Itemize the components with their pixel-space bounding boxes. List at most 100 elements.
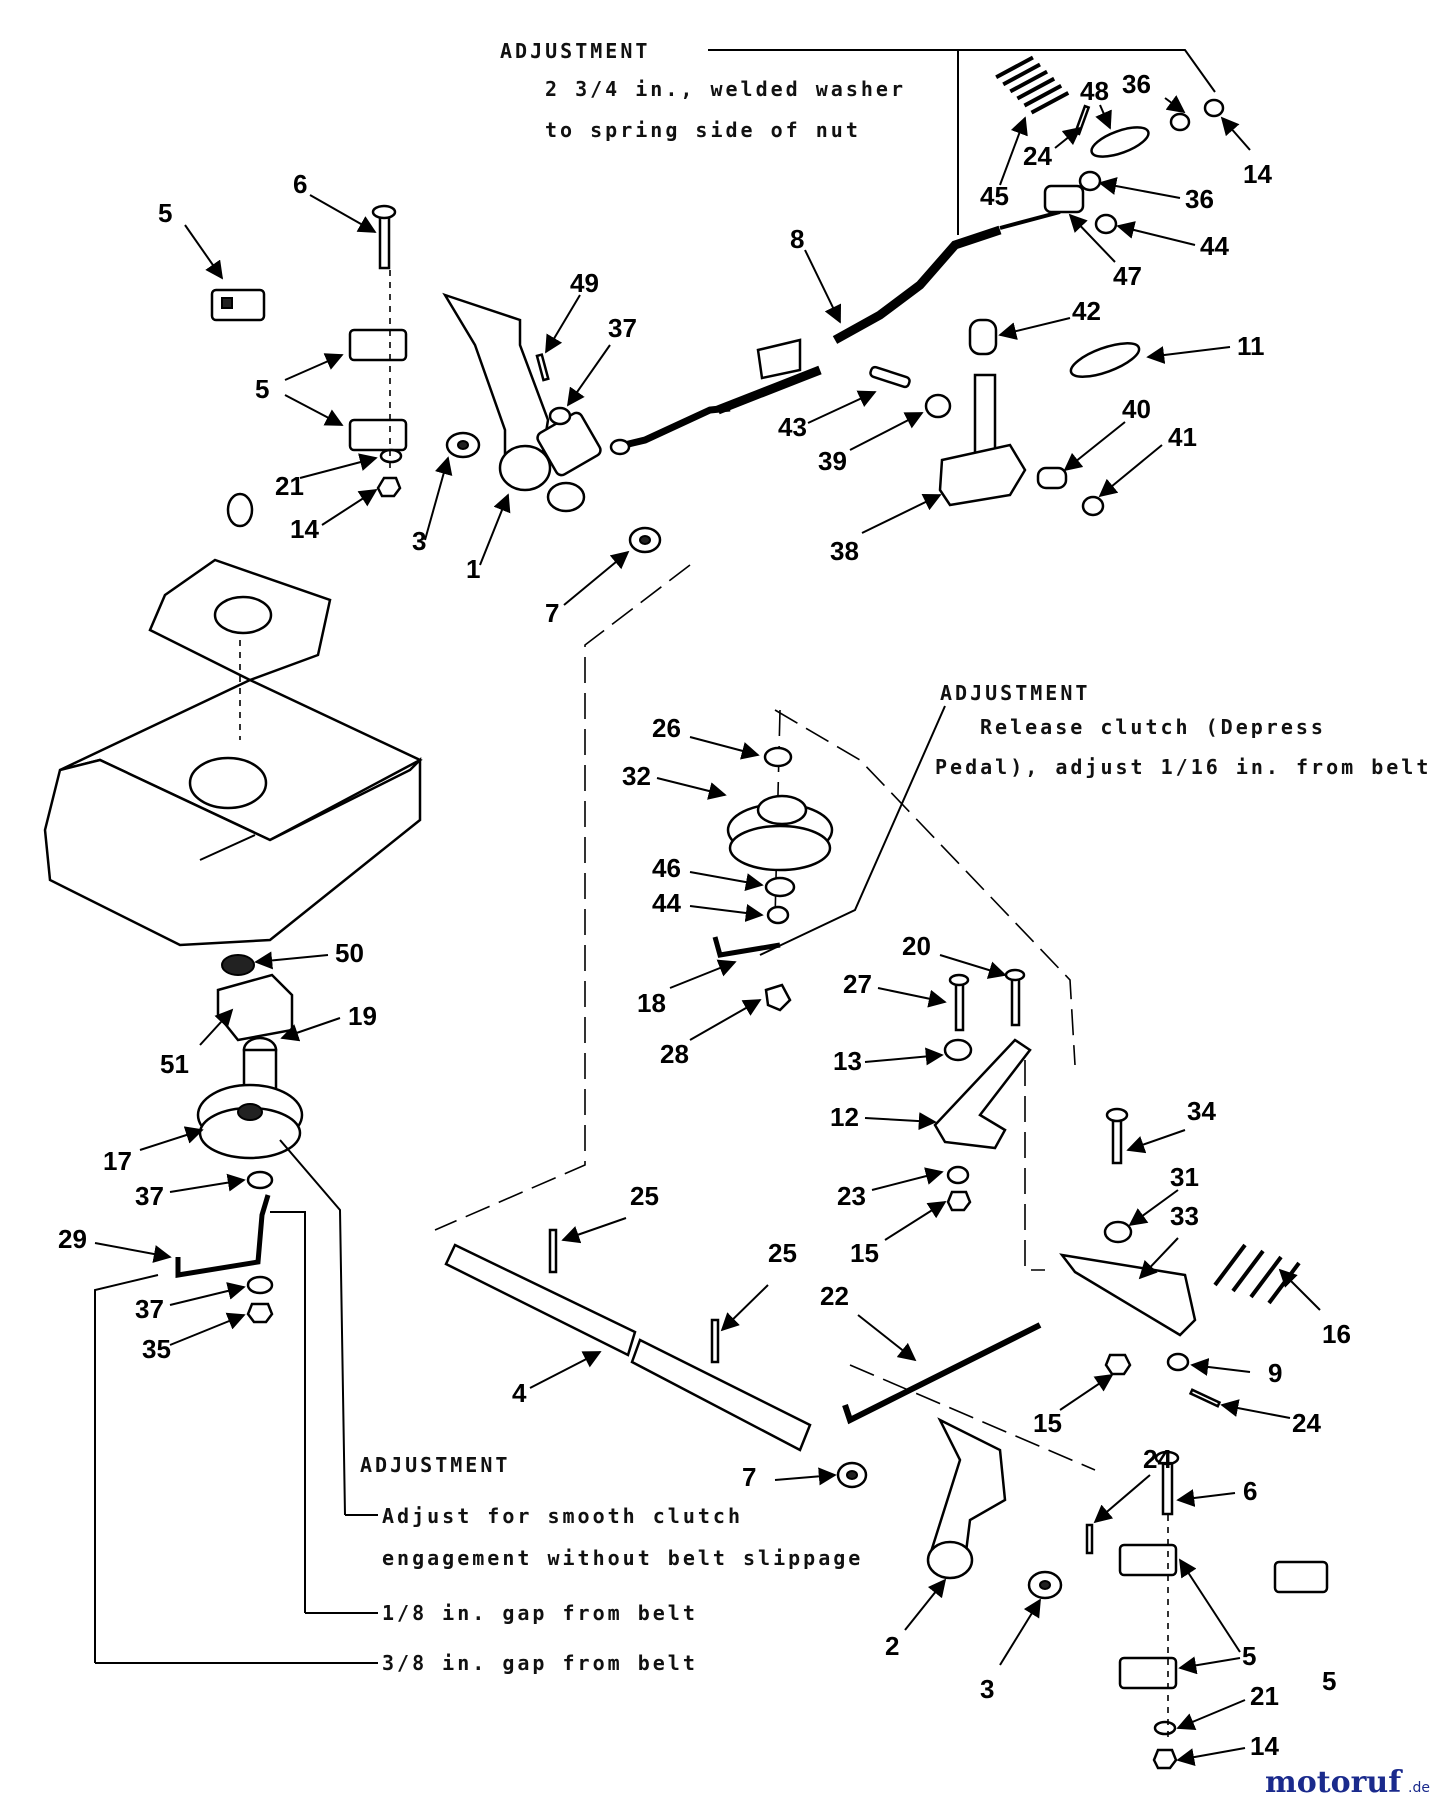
idler-block xyxy=(216,973,294,1042)
arrow-20 xyxy=(939,954,1007,979)
bolt-20 xyxy=(1010,973,1021,1027)
arrow-11 xyxy=(1146,346,1231,364)
arrow-7a xyxy=(563,550,630,606)
rod-end-ferrule xyxy=(609,438,631,456)
arrow-4 xyxy=(529,1351,602,1389)
clamp-half-5c xyxy=(1118,1656,1178,1690)
gap-threeeighth-leader xyxy=(94,1274,159,1663)
callout-3b: 3 xyxy=(980,1674,994,1704)
arrow-8 xyxy=(804,249,842,324)
arrow-36a xyxy=(1164,95,1186,114)
callout-15a: 15 xyxy=(850,1238,879,1268)
callout-15b: 15 xyxy=(1033,1408,1062,1438)
carriage-bolt-head xyxy=(371,204,397,220)
bolt-27 xyxy=(954,978,965,1032)
callout-7b: 7 xyxy=(742,1462,756,1492)
callout-13: 13 xyxy=(833,1046,862,1076)
callout-35: 35 xyxy=(142,1334,171,1364)
washer-46 xyxy=(764,876,796,898)
washer-37b xyxy=(246,1275,274,1295)
adjustment-line4-bottom: 3/8 in. gap from belt xyxy=(382,1651,698,1675)
roll-pin-25b xyxy=(710,1318,720,1364)
idler-arm-assembly xyxy=(933,968,1032,1212)
callout-6a: 6 xyxy=(293,169,307,199)
cotter-pin-24 xyxy=(1188,1388,1222,1408)
lock-nut-top xyxy=(1203,98,1225,118)
callout-3a: 3 xyxy=(412,526,426,556)
callout-24b: 24 xyxy=(1292,1408,1321,1438)
top-spring xyxy=(226,492,254,528)
arrow-24a xyxy=(1054,126,1082,149)
adjustment-line1-middle: Release clutch (Depress xyxy=(980,715,1326,739)
arrow-40 xyxy=(1063,421,1126,472)
callout-7a: 7 xyxy=(545,598,559,628)
callout-14c: 14 xyxy=(1250,1731,1279,1761)
adjustment-line3-bottom: 1/8 in. gap from belt xyxy=(382,1601,698,1625)
connecting-rod-22 xyxy=(842,1322,1042,1425)
callout-5c: 5 xyxy=(1242,1641,1256,1671)
callout-numbers: 5 6 5 21 14 3 1 7 49 37 8 45 24 48 36 36… xyxy=(58,69,1351,1761)
spring-cap xyxy=(968,318,998,356)
arrow-2 xyxy=(904,1578,947,1631)
washer-3b-hole xyxy=(1039,1580,1051,1590)
callout-28: 28 xyxy=(660,1039,689,1069)
callout-36a: 36 xyxy=(1122,69,1151,99)
arrow-13 xyxy=(864,1047,944,1066)
arrow-42 xyxy=(998,317,1071,340)
arrow-18 xyxy=(669,959,737,989)
arrow-39 xyxy=(849,412,924,451)
spacer xyxy=(924,393,952,419)
callout-17: 17 xyxy=(103,1146,132,1176)
arrow-9 xyxy=(1190,1358,1251,1376)
arrow-36b xyxy=(1098,177,1181,199)
arrow-25b xyxy=(720,1284,769,1332)
extension-spring-top xyxy=(995,55,1070,115)
arrow-37b xyxy=(169,1173,246,1193)
roll-pin-25a xyxy=(548,1228,558,1274)
arrow-22 xyxy=(857,1314,917,1362)
callout-5b: 5 xyxy=(255,374,269,404)
arrow-3a xyxy=(424,456,453,541)
callout-25b: 25 xyxy=(768,1238,797,1268)
callout-21b: 21 xyxy=(1250,1681,1279,1711)
callout-16: 16 xyxy=(1322,1319,1351,1349)
flat-washer-right-hole xyxy=(639,535,651,545)
callout-25a: 25 xyxy=(630,1181,659,1211)
arrow-19 xyxy=(280,1017,341,1042)
arrow-5a xyxy=(184,224,224,280)
arrow-29 xyxy=(94,1242,172,1263)
arrow-3b xyxy=(999,1598,1041,1666)
arrow-24b xyxy=(1220,1399,1291,1419)
arrow-15b xyxy=(1059,1373,1114,1411)
callout-19: 19 xyxy=(348,1001,377,1031)
cross-shaft-4a xyxy=(444,1243,637,1357)
callout-4: 4 xyxy=(512,1378,527,1408)
callout-9: 9 xyxy=(1268,1358,1282,1388)
brake-rod-lower xyxy=(611,404,731,452)
deck-panel-line xyxy=(199,834,256,861)
adjustment-title-middle: ADJUSTMENT xyxy=(940,681,1090,705)
bolt-27-head xyxy=(948,973,970,987)
lock-washer xyxy=(379,448,403,464)
callout-32: 32 xyxy=(622,761,651,791)
callout-11: 11 xyxy=(1237,331,1265,361)
callout-37a: 37 xyxy=(608,313,637,343)
arrow-49 xyxy=(545,294,581,354)
deck-body xyxy=(43,756,422,947)
flat-washer-hole xyxy=(457,440,469,450)
belt-path-lower-right xyxy=(1024,1060,1045,1271)
callout-24a: 24 xyxy=(1023,141,1052,171)
cotter-pin-24c xyxy=(1085,1523,1094,1555)
callout-33: 33 xyxy=(1170,1201,1199,1231)
adjustment-note-middle: ADJUSTMENT Release clutch (Depress Pedal… xyxy=(759,681,1428,956)
belt-guide-29 xyxy=(175,1194,271,1278)
arrow-46 xyxy=(689,871,764,891)
brake-rod-tube xyxy=(716,365,822,415)
belt-path xyxy=(434,564,1096,1471)
adjustment-line1-top: 2 3/4 in., welded washer xyxy=(545,77,906,101)
rod-bracket xyxy=(756,338,802,380)
callout-5a: 5 xyxy=(158,198,172,228)
carriage-bolt-shaft xyxy=(378,210,391,270)
cotter-pin xyxy=(535,353,550,382)
